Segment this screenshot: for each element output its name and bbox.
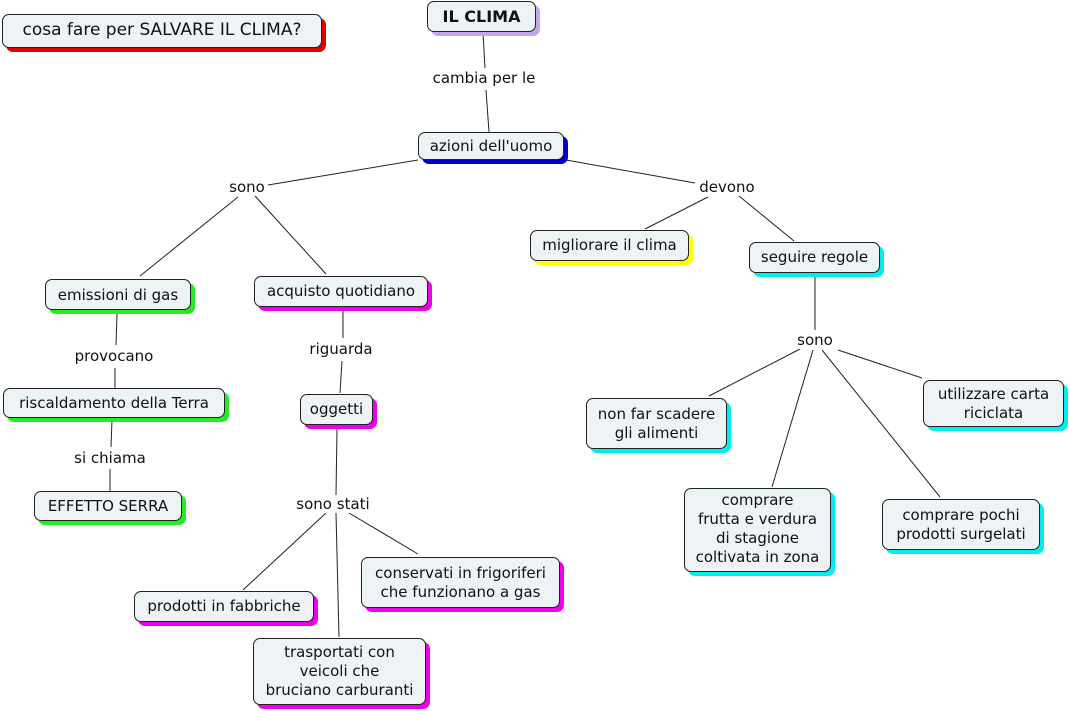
link-label-sono: sono (227, 178, 267, 196)
link-label-provocano: provocano (72, 347, 156, 365)
node-non-far-scadere[interactable]: non far scadere gli alimenti (586, 398, 727, 449)
node-utilizzare-carta[interactable]: utilizzare carta riciclata (923, 380, 1064, 427)
connector (267, 159, 419, 186)
connector (242, 512, 327, 591)
connector (821, 349, 941, 498)
connector (348, 512, 419, 555)
node-effetto-serra[interactable]: EFFETTO SERRA (34, 491, 182, 521)
node-prodotti-fabbriche[interactable]: prodotti in fabbriche (134, 591, 314, 622)
connector (254, 195, 327, 275)
link-label-cambia-per-le: cambia per le (430, 69, 538, 87)
connector (565, 159, 696, 184)
connector (708, 348, 801, 397)
connector (339, 360, 343, 394)
node-migliorare-clima[interactable]: migliorare il clima (530, 230, 689, 261)
link-label-riguarda: riguarda (307, 340, 375, 358)
connector (485, 89, 490, 133)
node-emissioni-gas[interactable]: emissioni di gas (45, 279, 191, 310)
connector (139, 196, 239, 277)
link-label-si-chiama: si chiama (72, 449, 148, 467)
connector (482, 32, 486, 69)
node-riscaldamento-terra[interactable]: riscaldamento della Terra (3, 388, 225, 418)
connector (335, 512, 340, 638)
node-conservati-frigoriferi[interactable]: conservati in frigoriferi che funzionano… (361, 557, 560, 608)
question-node[interactable]: cosa fare per SALVARE IL CLIMA? (2, 14, 322, 48)
connector (837, 349, 923, 379)
connector (771, 349, 814, 488)
connector (738, 195, 795, 242)
node-il-clima[interactable]: IL CLIMA (427, 1, 536, 32)
link-label-devono: devono (697, 178, 757, 196)
node-comprare-surgelati[interactable]: comprare pochi prodotti surgelati (882, 499, 1040, 550)
link-label-sono-stati: sono stati (294, 495, 372, 513)
node-azioni-uomo[interactable]: azioni dell'uomo (418, 132, 564, 160)
connector (110, 419, 113, 448)
node-seguire-regole[interactable]: seguire regole (749, 242, 880, 273)
connector (115, 313, 118, 346)
link-label-sono-regole: sono (795, 331, 835, 349)
node-oggetti[interactable]: oggetti (300, 394, 373, 425)
node-acquisto-quotidiano[interactable]: acquisto quotidiano (254, 276, 428, 307)
connector (644, 196, 709, 230)
node-comprare-frutta[interactable]: comprare frutta e verdura di stagione co… (684, 488, 831, 572)
node-trasportati-veicoli[interactable]: trasportati con veicoli che bruciano car… (253, 638, 426, 705)
connector (335, 427, 338, 496)
